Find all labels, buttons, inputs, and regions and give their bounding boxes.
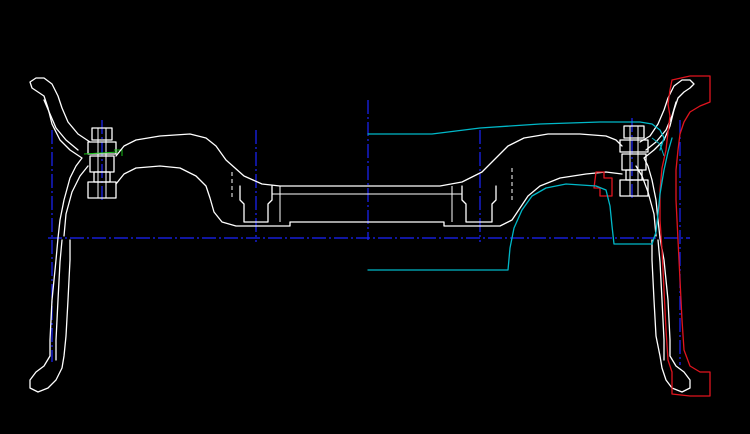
cyan-profile — [367, 121, 673, 271]
left-flange-inner-outline — [43, 99, 89, 237]
cyan-inner-return — [651, 137, 665, 157]
red-envelope — [593, 75, 711, 397]
left-stud-nut-mid — [87, 141, 117, 155]
right-flange-well-outline — [657, 239, 665, 361]
right-stud-nut-top — [623, 125, 645, 139]
left-stud-nut-top — [91, 127, 113, 141]
right-bolt-pocket — [461, 185, 497, 223]
main-body-top-outline — [115, 133, 623, 187]
left-stud-accent-bracket — [114, 149, 123, 156]
red-envelope-outline — [659, 75, 711, 397]
left-stud-base — [87, 181, 117, 199]
left-bolt-pocket — [239, 185, 273, 223]
right-rim-flange — [635, 79, 695, 393]
left-stud-assembly — [83, 127, 123, 199]
red-envelope-notch — [593, 171, 613, 197]
right-stud-nut-mid — [619, 139, 649, 153]
right-stud-washer — [621, 153, 647, 171]
cyan-lower-profile — [367, 137, 673, 271]
center-lines — [48, 100, 690, 365]
left-flange-well-outline — [55, 239, 63, 361]
hidden-lines — [231, 168, 513, 200]
main-body-bottom-outline — [115, 165, 623, 227]
left-stud-accent — [83, 151, 119, 155]
right-flange-inner-outline — [635, 101, 677, 237]
right-stud-assembly — [619, 125, 649, 197]
main-body — [115, 133, 623, 227]
left-flange-outer-outline — [29, 77, 91, 393]
cyan-top-profile — [367, 121, 665, 151]
right-stud-base — [619, 179, 649, 197]
right-flange-outer-outline — [639, 79, 695, 393]
left-rim-flange — [29, 77, 91, 393]
